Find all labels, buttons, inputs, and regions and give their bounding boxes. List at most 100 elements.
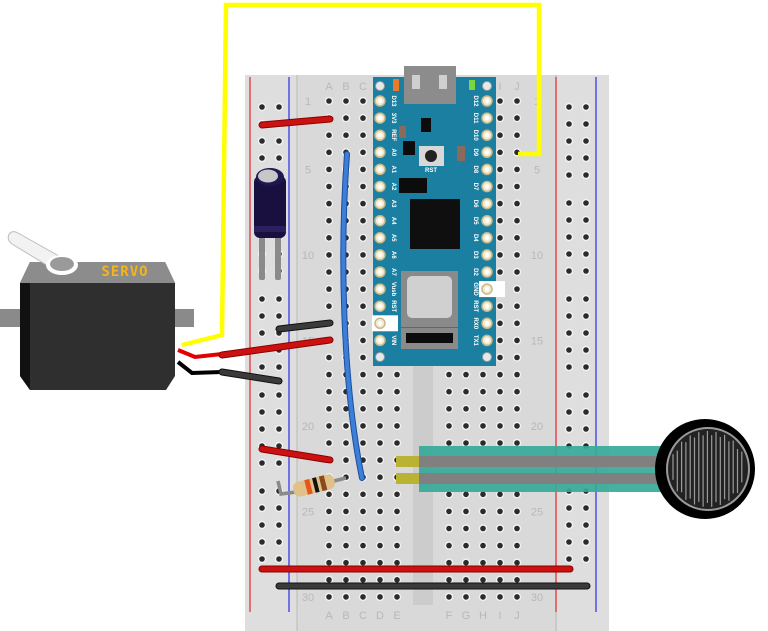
hole-D26-pin[interactable]	[377, 525, 383, 532]
hole-D18-pin[interactable]	[377, 388, 383, 395]
rail-right-positive-4-pin[interactable]	[566, 155, 572, 161]
hole-J12-pin[interactable]	[514, 286, 520, 292]
hole-J10-pin[interactable]	[514, 252, 520, 258]
rail-left-positive-17-pin[interactable]	[259, 409, 265, 415]
rail-right-positive-13-pin[interactable]	[566, 330, 572, 336]
hole-F30-pin[interactable]	[446, 594, 452, 600]
hole-D20-pin[interactable]	[377, 423, 383, 429]
rail-left-negative-19-pin[interactable]	[276, 443, 282, 449]
hole-E25-pin[interactable]	[394, 508, 400, 515]
rail-right-negative-1-pin[interactable]	[583, 104, 589, 110]
rail-right-negative-11-pin[interactable]	[583, 296, 589, 302]
hole-I5-pin[interactable]	[497, 166, 503, 173]
hole-D22-pin[interactable]	[377, 457, 383, 463]
hole-A9-pin[interactable]	[326, 235, 332, 241]
hole-J19-pin[interactable]	[514, 406, 520, 412]
hole-I16-pin[interactable]	[497, 354, 503, 361]
hole-I6-pin[interactable]	[497, 183, 503, 190]
hole-J13-pin[interactable]	[514, 303, 520, 310]
hole-E30-pin[interactable]	[394, 594, 400, 600]
hole-J8-pin[interactable]	[514, 217, 520, 224]
hole-I13-pin[interactable]	[497, 303, 503, 310]
rail-right-positive-2-pin[interactable]	[566, 121, 572, 127]
hole-F19-pin[interactable]	[446, 406, 452, 412]
hole-E18-pin[interactable]	[394, 388, 400, 395]
hole-F24-pin[interactable]	[446, 491, 452, 498]
hole-H19-pin[interactable]	[480, 406, 486, 412]
hole-B1-pin[interactable]	[343, 98, 349, 104]
hole-I26-pin[interactable]	[497, 525, 503, 532]
hole-I17-pin[interactable]	[497, 371, 503, 378]
rail-right-negative-16-pin[interactable]	[583, 392, 589, 398]
reset-button[interactable]	[425, 150, 437, 162]
rail-left-positive-3-pin[interactable]	[259, 138, 265, 144]
hole-C14-pin[interactable]	[360, 320, 366, 327]
hole-A29-pin[interactable]	[326, 577, 332, 583]
hole-C30-pin[interactable]	[360, 594, 366, 600]
hole-A21-pin[interactable]	[326, 440, 332, 446]
rail-left-positive-22-pin[interactable]	[259, 505, 265, 511]
rail-right-positive-16-pin[interactable]	[566, 392, 572, 398]
servo-black-wire[interactable]	[176, 360, 223, 376]
rail-left-negative-15-pin[interactable]	[276, 364, 282, 370]
hole-B2-pin[interactable]	[343, 115, 349, 121]
hole-C17-pin[interactable]	[360, 371, 366, 378]
rail-left-positive-11-pin[interactable]	[259, 296, 265, 302]
hole-A24-pin[interactable]	[326, 491, 332, 498]
hole-C10-pin[interactable]	[360, 252, 366, 258]
rail-left-negative-20-pin[interactable]	[276, 460, 282, 466]
hole-B24-pin[interactable]	[343, 491, 349, 498]
hole-E19-pin[interactable]	[394, 406, 400, 412]
rail-left-positive-12-pin[interactable]	[259, 313, 265, 319]
hole-I10-pin[interactable]	[497, 252, 503, 258]
hole-C15-pin[interactable]	[360, 337, 366, 344]
rail-right-negative-18-pin[interactable]	[583, 426, 589, 432]
rail-right-negative-22-pin[interactable]	[583, 505, 589, 511]
hole-F25-pin[interactable]	[446, 508, 452, 515]
hole-D21-pin[interactable]	[377, 440, 383, 446]
hole-E24-pin[interactable]	[394, 491, 400, 498]
hole-A12-pin[interactable]	[326, 286, 332, 292]
rail-right-negative-14-pin[interactable]	[583, 347, 589, 353]
hole-I8-pin[interactable]	[497, 217, 503, 224]
hole-G25-pin[interactable]	[463, 508, 469, 515]
hole-C28-pin[interactable]	[360, 559, 366, 566]
hole-E28-pin[interactable]	[394, 559, 400, 566]
hole-C27-pin[interactable]	[360, 542, 366, 549]
hole-D27-pin[interactable]	[377, 542, 383, 549]
rail-left-negative-24-pin[interactable]	[276, 539, 282, 545]
rail-left-positive-16-pin[interactable]	[259, 392, 265, 398]
hole-H17-pin[interactable]	[480, 371, 486, 378]
hole-J25-pin[interactable]	[514, 508, 520, 515]
hole-E29-pin[interactable]	[394, 577, 400, 583]
rail-left-positive-1-pin[interactable]	[259, 104, 265, 110]
hole-F18-pin[interactable]	[446, 388, 452, 395]
rail-left-positive-21-pin[interactable]	[259, 488, 265, 494]
rail-right-negative-17-pin[interactable]	[583, 409, 589, 415]
rail-left-negative-18-pin[interactable]	[276, 426, 282, 432]
servo-motor[interactable]: SERVO	[0, 231, 194, 390]
hole-J3-pin[interactable]	[514, 132, 520, 138]
hole-I18-pin[interactable]	[497, 388, 503, 395]
arduino-nano[interactable]: RST D133V3REFA0A1A2A3A4A5A6A7VusbRSTGNDV…	[372, 66, 505, 366]
rail-right-positive-22-pin[interactable]	[566, 505, 572, 511]
hole-D24-pin[interactable]	[377, 491, 383, 498]
rail-right-negative-13-pin[interactable]	[583, 330, 589, 336]
hole-E21-pin[interactable]	[394, 440, 400, 446]
hole-I29-pin[interactable]	[497, 577, 503, 583]
hole-E20-pin[interactable]	[394, 423, 400, 429]
hole-C29-pin[interactable]	[360, 577, 366, 583]
hole-G26-pin[interactable]	[463, 525, 469, 532]
hole-C12-pin[interactable]	[360, 286, 366, 292]
hole-I15-pin[interactable]	[497, 337, 503, 344]
hole-J28-pin[interactable]	[514, 559, 520, 566]
hole-C7-pin[interactable]	[360, 200, 366, 207]
hole-F21-pin[interactable]	[446, 440, 452, 446]
rail-left-negative-23-pin[interactable]	[276, 522, 282, 528]
rail-right-positive-15-pin[interactable]	[566, 364, 572, 370]
hole-A19-pin[interactable]	[326, 406, 332, 412]
rail-left-negative-4-pin[interactable]	[276, 155, 282, 161]
hole-E27-pin[interactable]	[394, 542, 400, 549]
hole-G24-pin[interactable]	[463, 491, 469, 498]
hole-A18-pin[interactable]	[326, 388, 332, 395]
